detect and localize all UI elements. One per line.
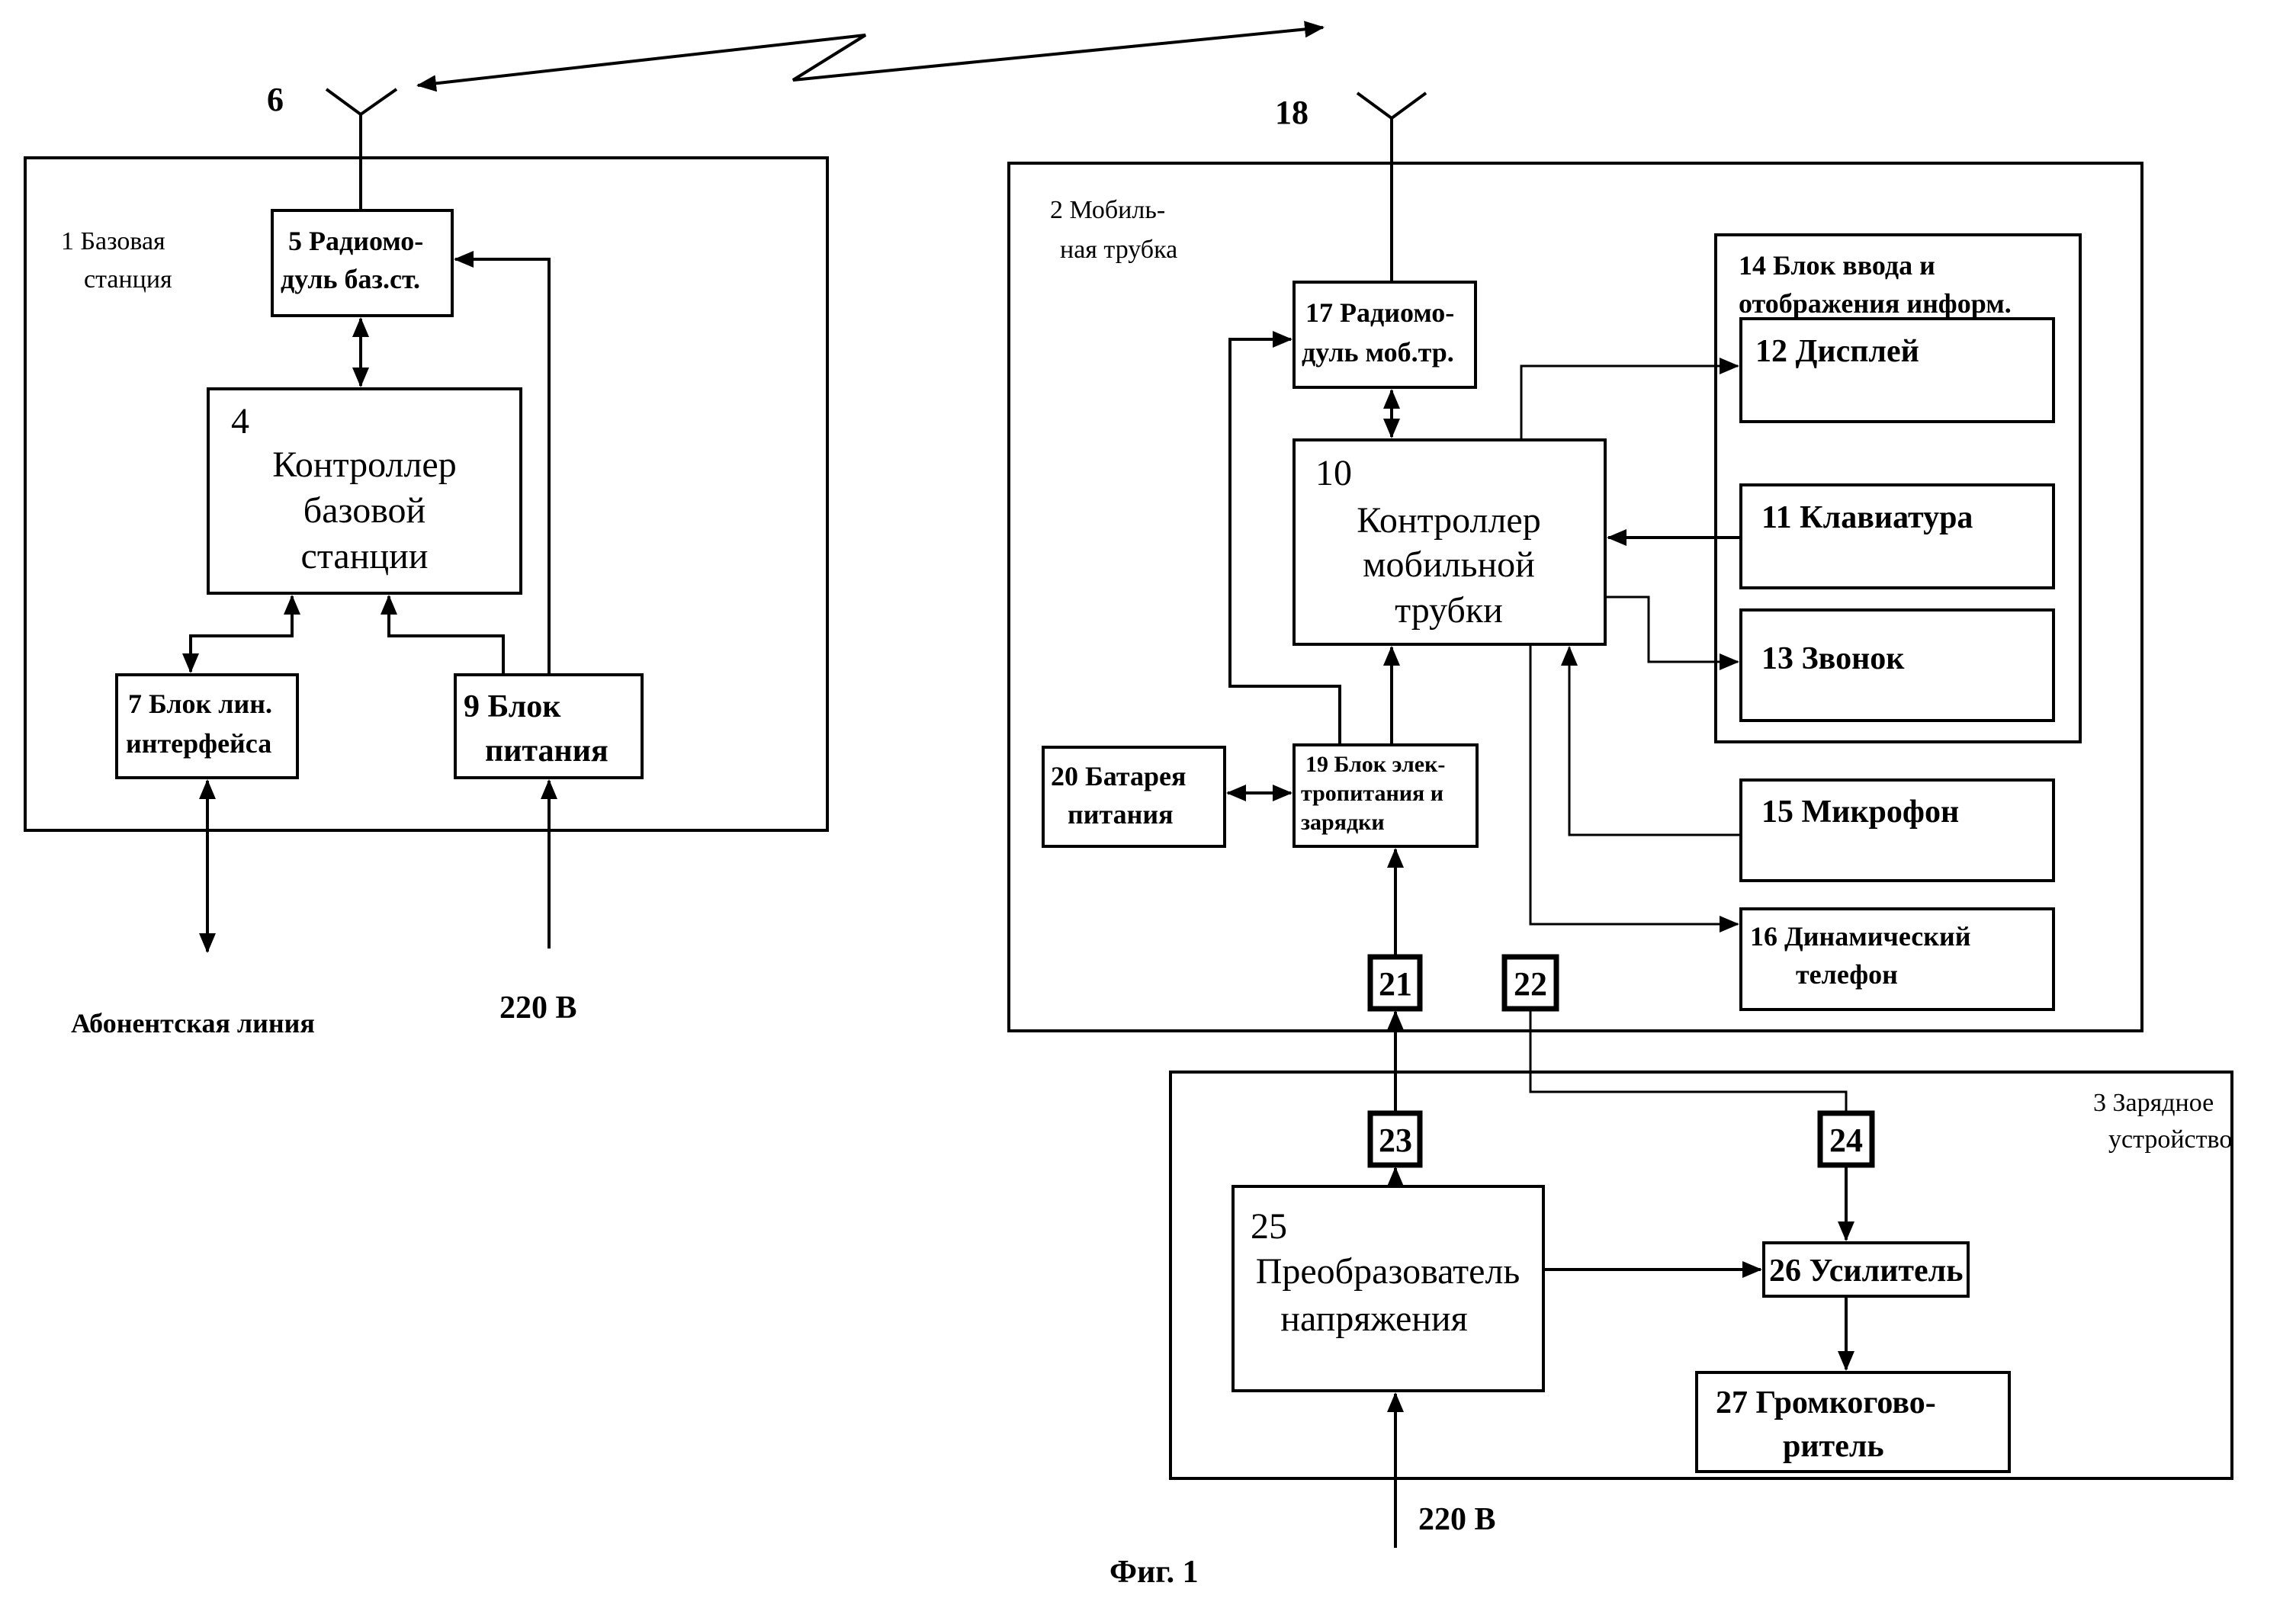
loudspeaker-block: 27 Громкогово- ритель xyxy=(1697,1372,2009,1472)
base-antenna-icon xyxy=(326,89,397,210)
base-station-title-line2: станция xyxy=(84,265,172,294)
base-power-block: 9 Блок питания xyxy=(455,675,642,778)
contact-22: 22 xyxy=(1504,957,1556,1009)
io-block-line2: отображения информ. xyxy=(1739,288,2012,319)
contact-23: 23 xyxy=(1370,1113,1420,1165)
contact-23-label: 23 xyxy=(1379,1122,1412,1159)
wire-controller-display xyxy=(1521,366,1738,440)
ringer-label: 13 Звонок xyxy=(1761,641,1905,676)
contact-24: 24 xyxy=(1820,1113,1872,1165)
handset-controller-line3: трубки xyxy=(1395,590,1503,631)
contact-22-label: 22 xyxy=(1514,965,1547,1003)
charging-power-block: 19 Блок элек- тропитания и зарядки xyxy=(1294,745,1477,846)
ringer-block: 13 Звонок xyxy=(1741,610,2054,721)
base-antenna-number: 6 xyxy=(267,81,284,118)
wire-power-radio xyxy=(455,259,549,675)
wire-interface-controller xyxy=(191,596,292,672)
speaker-line1: 16 Динамический xyxy=(1750,921,1970,952)
subscriber-line-label: Абонентская линия xyxy=(71,1008,315,1038)
display-label: 12 Дисплей xyxy=(1755,334,1919,369)
converter-line2: напряжения xyxy=(1280,1298,1467,1339)
charger-title-line1: 3 Зарядное xyxy=(2093,1089,2214,1117)
wire-controller-speaker xyxy=(1530,644,1738,924)
keyboard-block: 11 Клавиатура xyxy=(1741,485,2054,588)
base-controller-line3: станции xyxy=(301,536,429,576)
contact-24-label: 24 xyxy=(1829,1122,1863,1159)
handset-controller-line2: мобильной xyxy=(1363,544,1535,585)
voltage-converter: 25 Преобразователь напряжения xyxy=(1233,1186,1543,1391)
handset-controller-line1: Контроллер xyxy=(1357,500,1540,541)
line-interface-line1: 7 Блок лин. xyxy=(128,689,272,719)
figure-caption: Фиг. 1 xyxy=(1109,1555,1199,1590)
display-block: 12 Дисплей xyxy=(1741,319,2054,422)
handset-radio-line2: дуль моб.тр. xyxy=(1302,337,1454,368)
handset-radio-module: 17 Радиомо- дуль моб.тр. xyxy=(1294,282,1476,387)
base-controller-number: 4 xyxy=(231,401,249,441)
microphone-label: 15 Микрофон xyxy=(1761,794,1959,830)
handset-controller: 10 Контроллер мобильной трубки xyxy=(1294,440,1605,644)
contact-21: 21 xyxy=(1370,957,1420,1009)
base-radio-line2: дуль баз.ст. xyxy=(281,264,420,294)
amplifier-label: 26 Усилитель xyxy=(1769,1254,1963,1289)
battery-line1: 20 Батарея xyxy=(1051,761,1186,791)
base-radio-module: 5 Радиомо- дуль баз.ст. xyxy=(272,210,452,316)
base-power-line2: питания xyxy=(485,733,609,769)
battery-block: 20 Батарея питания xyxy=(1043,747,1225,846)
base-controller-line1: Контроллер xyxy=(272,445,456,485)
handset-title-line2: ная трубка xyxy=(1060,236,1177,264)
base-radio-line1: 5 Радиомо- xyxy=(288,226,423,256)
speaker-block: 16 Динамический телефон xyxy=(1741,909,2054,1010)
wire-controller-ringer xyxy=(1605,597,1738,662)
power-unit-line1: 19 Блок элек- xyxy=(1305,752,1445,777)
base-controller: 4 Контроллер базовой станции xyxy=(208,389,521,593)
loudspeaker-line1: 27 Громкогово- xyxy=(1716,1385,1936,1420)
battery-line2: питания xyxy=(1068,799,1174,830)
wire-power-radio-handset xyxy=(1230,339,1340,745)
handset-antenna-number: 18 xyxy=(1275,94,1309,131)
handset-controller-number: 10 xyxy=(1315,453,1352,493)
converter-number: 25 xyxy=(1251,1206,1287,1247)
handset-radio-line1: 17 Радиомо- xyxy=(1305,297,1454,328)
charger-title-line2: устройство xyxy=(2108,1125,2232,1154)
converter-line1: Преобразователь xyxy=(1256,1251,1520,1292)
contact-21-label: 21 xyxy=(1379,965,1412,1003)
handset-antenna-icon xyxy=(1357,93,1426,282)
base-mains-label: 220 В xyxy=(499,990,577,1026)
io-block-line1: 14 Блок ввода и xyxy=(1739,250,1935,281)
radio-link xyxy=(418,27,1323,85)
charger-mains-label: 220 В xyxy=(1418,1502,1496,1537)
amplifier-block: 26 Усилитель xyxy=(1764,1243,1968,1296)
loudspeaker-line2: ритель xyxy=(1783,1429,1884,1464)
base-controller-line2: базовой xyxy=(303,490,425,531)
power-unit-line2: тропитания и xyxy=(1301,781,1443,806)
handset-title-line1: 2 Мобиль- xyxy=(1050,196,1165,224)
base-power-line1: 9 Блок xyxy=(464,689,561,724)
microphone-block: 15 Микрофон xyxy=(1741,780,2054,881)
speaker-line2: телефон xyxy=(1796,959,1898,990)
line-interface-block: 7 Блок лин. интерфейса xyxy=(117,675,297,778)
line-interface-line2: интерфейса xyxy=(126,728,271,759)
power-unit-line3: зарядки xyxy=(1301,810,1385,835)
base-station-title-line1: 1 Базовая xyxy=(61,227,165,255)
keyboard-label: 11 Клавиатура xyxy=(1761,500,1973,535)
wire-power-controller xyxy=(389,596,503,675)
wire-contact22-contact24 xyxy=(1530,1009,1846,1113)
